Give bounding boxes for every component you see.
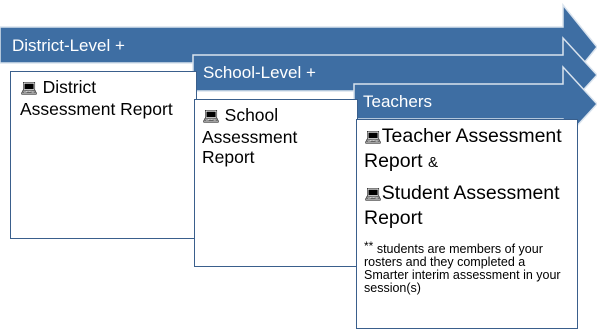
teacher-report-label: Teacher Assessment Report [364, 125, 562, 172]
teachers-report-card: 💻︎Teacher Assessment Report & 💻︎Student … [356, 119, 578, 329]
district-report-label: District Assessment Report [20, 77, 173, 119]
footnote-marker: ** [364, 239, 374, 253]
ampersand-connector: & [427, 154, 438, 171]
school-level-header: School-Level + [203, 63, 316, 82]
school-report-label: School Assessment Report [202, 105, 298, 167]
laptop-icon: 💻︎ [202, 109, 220, 125]
roster-footnote: ** students are members of your rosters … [364, 240, 570, 295]
laptop-icon: 💻︎ [364, 187, 382, 203]
laptop-icon: 💻︎ [364, 130, 382, 146]
laptop-icon: 💻︎ [20, 81, 38, 97]
district-report-card: 💻︎ District Assessment Report [10, 71, 197, 239]
district-level-header: District-Level + [12, 36, 125, 55]
student-report-label: Student Assessment Report [364, 182, 560, 229]
school-report-card: 💻︎ School Assessment Report [194, 99, 358, 267]
teachers-header: Teachers [363, 92, 432, 111]
footnote-text: students are members of your rosters and… [364, 242, 561, 295]
